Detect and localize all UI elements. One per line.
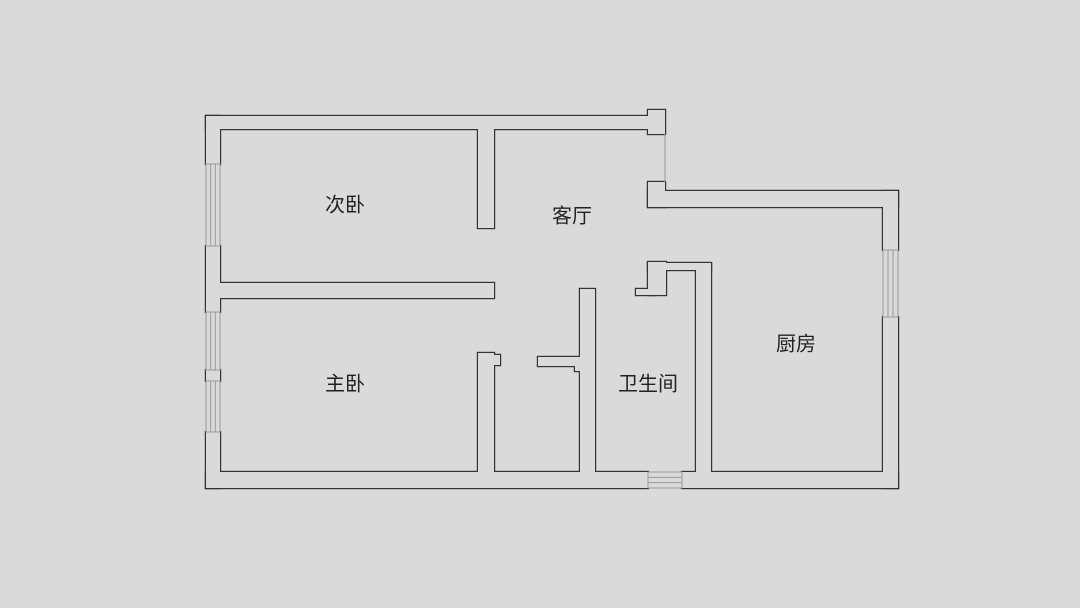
wall <box>648 110 665 134</box>
wall <box>206 246 220 312</box>
wall <box>580 289 595 472</box>
wall <box>636 289 655 295</box>
wall <box>682 472 898 488</box>
wall <box>206 116 220 164</box>
wall <box>648 263 711 270</box>
room-label-bathroom: 卫生间 <box>618 371 678 396</box>
wall <box>648 262 666 295</box>
wall <box>478 129 494 228</box>
wall <box>883 191 898 250</box>
window <box>205 163 221 247</box>
wall <box>538 357 580 366</box>
window <box>205 380 221 433</box>
room-label-living-room: 客厅 <box>552 203 592 228</box>
wall <box>220 283 494 298</box>
room-label-kitchen: 厨房 <box>776 331 816 356</box>
wall <box>494 355 500 365</box>
wall <box>206 116 648 129</box>
wall <box>478 353 494 472</box>
wall <box>575 366 580 371</box>
wall <box>883 317 898 488</box>
window <box>647 471 683 489</box>
wall <box>206 370 220 381</box>
room-label-second-bedroom: 次卧 <box>325 192 365 217</box>
window <box>205 311 221 371</box>
room-label-master-bedroom: 主卧 <box>325 371 365 396</box>
wall <box>696 264 711 472</box>
wall <box>206 472 648 488</box>
window <box>882 249 899 318</box>
wall <box>648 191 898 207</box>
